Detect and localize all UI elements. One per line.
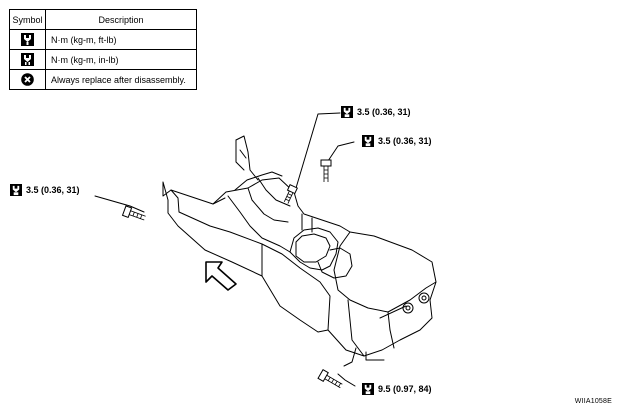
figure-code: WIIA1058E <box>574 398 612 405</box>
torque-wrench-inlb-icon <box>362 135 374 147</box>
console-box <box>327 231 437 361</box>
console-body <box>212 171 353 333</box>
bolt-left <box>121 205 146 221</box>
torque-wrench-inlb-icon <box>341 106 353 118</box>
symbol-legend-table: Symbol Description N·m (kg-m, ft-lb) N·m… <box>9 9 197 90</box>
torque-wrench-ftlb-icon <box>21 33 34 46</box>
legend-row: Always replace after disassembly. <box>9 69 197 90</box>
torque-value: 9.5 (0.97, 84) <box>378 384 432 394</box>
legend-description: Always replace after disassembly. <box>45 69 197 90</box>
front-arrow-icon <box>205 261 237 291</box>
torque-value: 3.5 (0.36, 31) <box>26 185 80 195</box>
bolt-top <box>283 184 298 204</box>
replace-x-icon <box>21 73 34 86</box>
torque-value: 3.5 (0.36, 31) <box>378 136 432 146</box>
legend-row: N·m (kg-m, ft-lb) <box>9 29 197 50</box>
torque-callout-bottom: 9.5 (0.97, 84) <box>362 383 432 395</box>
rear-panel <box>235 135 259 181</box>
bolt-bottom <box>317 368 343 389</box>
torque-callout-top: 3.5 (0.36, 31) <box>341 106 411 118</box>
torque-wrench-inlb-icon <box>21 53 34 66</box>
torque-wrench-inlb-icon <box>10 184 22 196</box>
bolt-right <box>320 159 332 182</box>
torque-callout-left: 3.5 (0.36, 31) <box>10 184 80 196</box>
torque-value: 3.5 (0.36, 31) <box>357 107 411 117</box>
torque-callout-right: 3.5 (0.36, 31) <box>362 135 432 147</box>
leader-lines <box>94 112 357 387</box>
torque-wrench-inlb-icon <box>362 383 374 395</box>
